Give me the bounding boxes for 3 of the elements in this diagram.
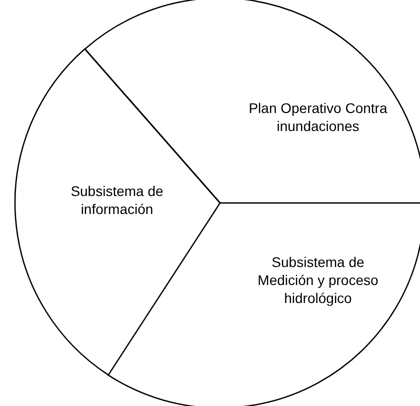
sector-label: Subsistema de información	[70, 182, 164, 218]
sector-label: Subsistema de Medición y proceso hidrológico	[256, 253, 380, 307]
sector-label: Plan Operativo Contra inundaciones	[248, 99, 388, 135]
